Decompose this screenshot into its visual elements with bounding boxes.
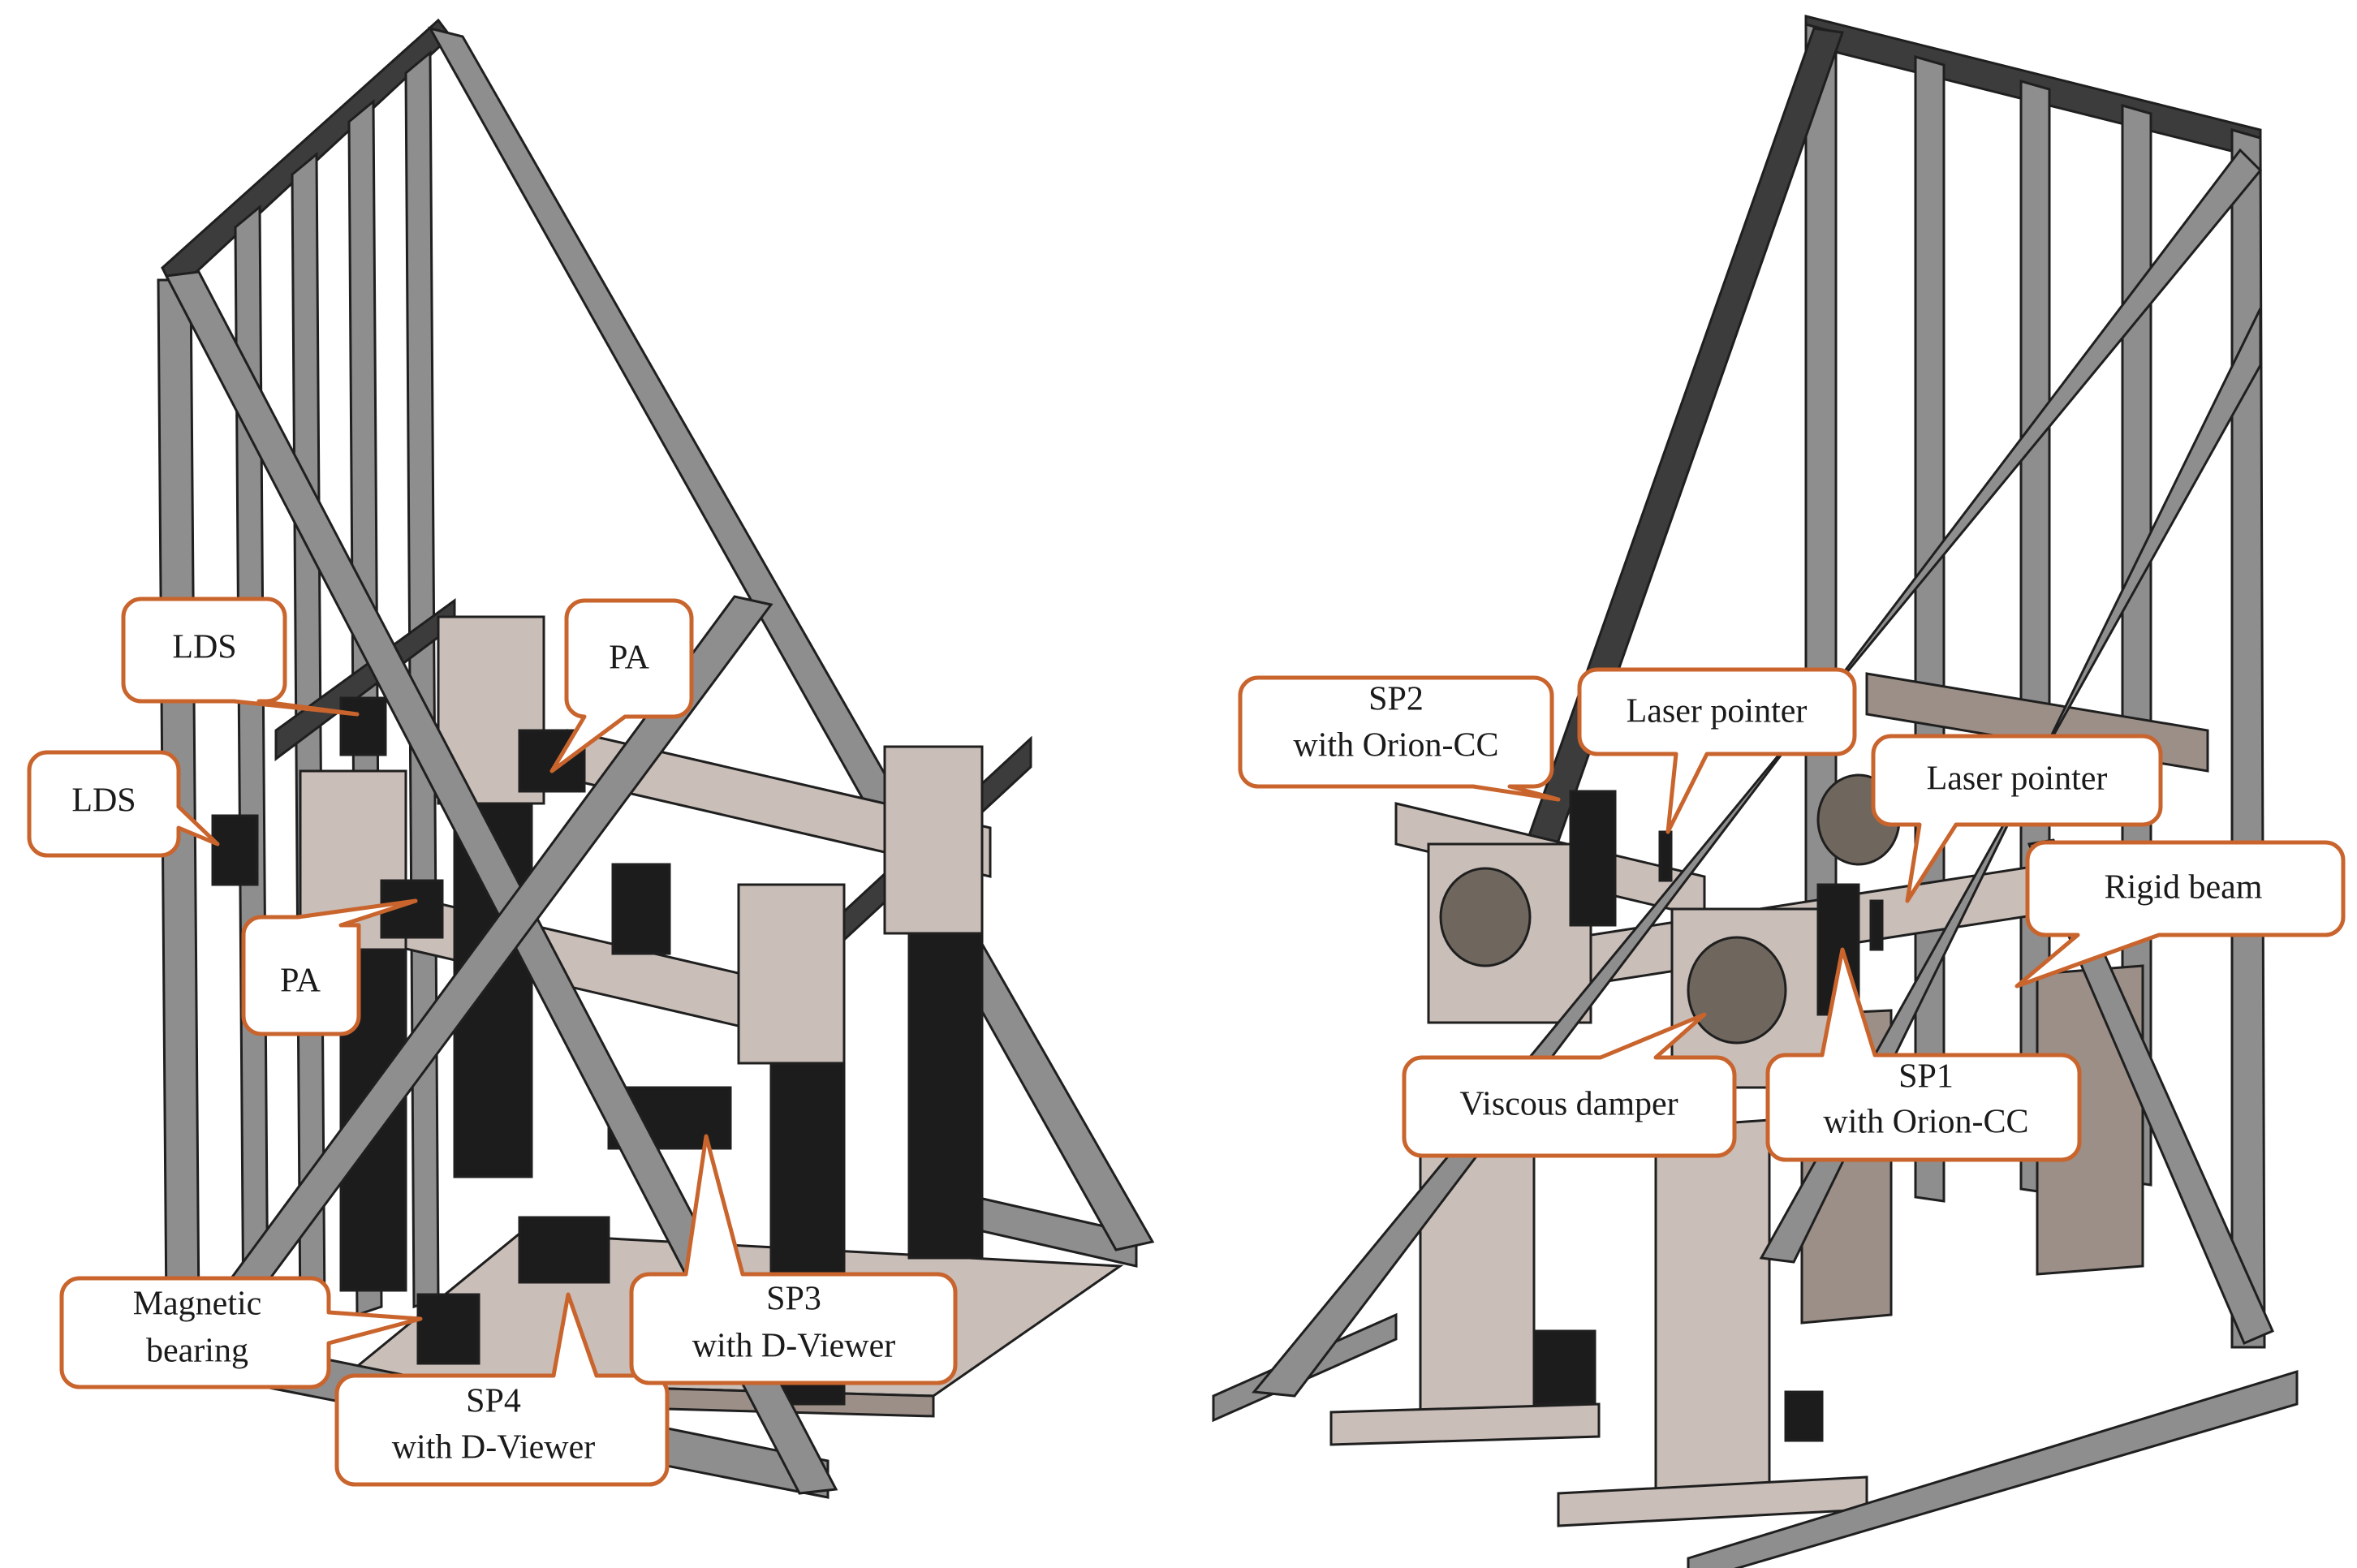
left-housing-3 [883, 745, 984, 935]
callout-viscous-damper: Viscous damper [1402, 1012, 1737, 1158]
callout-rigid-beam-label: Rigid beam [2105, 869, 2263, 907]
callout-magnetic-bearing-line-2: bearing [146, 1333, 248, 1370]
callout-laser-pointer-a: Laser pointer [1577, 667, 1857, 834]
left-support-leg-3 [907, 932, 984, 1260]
callout-sp1-line-1: SP1 [1898, 1058, 1954, 1096]
callout-magnetic-bearing: Magnetic bearing [59, 1276, 423, 1389]
left-center-block [611, 863, 671, 955]
right-frame-post-5 [2230, 128, 2266, 1349]
left-lds-sensor-side [211, 814, 259, 886]
callout-sp2-line-1: SP2 [1368, 681, 1424, 718]
left-magnetic-bearing-block [416, 1293, 480, 1365]
left-lds-sensor-top [339, 696, 387, 756]
right-laser-pointer-b [1869, 899, 1884, 951]
left-diagonal-brace-front-1 [164, 270, 838, 1495]
right-lower-block-2 [1784, 1390, 1824, 1442]
right-bottom-rail-front [1687, 1369, 2299, 1568]
callout-laser-pointer-b-label: Laser pointer [1927, 760, 2108, 798]
callout-pa-bottom-label: PA [280, 963, 321, 1000]
callout-pa-top: PA [549, 598, 694, 773]
right-viscous-damper-left [1439, 867, 1532, 967]
callout-pa-bottom: PA [241, 898, 418, 1036]
callout-lds-top-label: LDS [172, 629, 236, 666]
left-housing-4 [737, 883, 846, 1065]
right-laser-pointer-a [1658, 830, 1673, 882]
right-base-plate-left [1329, 1402, 1601, 1446]
callout-viscous-damper-label: Viscous damper [1459, 1086, 1678, 1123]
left-sp4-sensor-plate [518, 1216, 610, 1284]
left-test-rig [157, 18, 1155, 1499]
callout-sp3: SP3 with D-Viewer [629, 1134, 958, 1385]
callout-sp1: SP1 with Orion-CC [1765, 947, 2082, 1162]
callout-laser-pointer-a-label: Laser pointer [1627, 693, 1808, 730]
callout-sp2: SP2 with Orion-CC [1238, 675, 1561, 802]
right-lower-block-1 [1532, 1329, 1596, 1406]
callout-magnetic-bearing-line-1: Magnetic [133, 1286, 262, 1323]
callout-lds-left-label: LDS [71, 782, 136, 820]
right-pillar-front-right [1654, 1118, 1771, 1511]
right-viscous-damper-front [1687, 936, 1787, 1045]
callout-lds-left: LDS [27, 750, 220, 858]
right-diagonal-brace-2 [1759, 308, 2262, 1264]
callout-rigid-beam: Rigid beam [2014, 840, 2346, 989]
callout-sp2-line-2: with Orion-CC [1293, 727, 1498, 765]
callout-sp3-line-2: with D-Viewer [692, 1328, 896, 1365]
callout-pa-top-label: PA [609, 640, 650, 677]
callout-sp1-line-2: with Orion-CC [1823, 1104, 2028, 1141]
right-sp2-sensor [1569, 790, 1617, 927]
callout-sp3-line-1: SP3 [766, 1281, 821, 1318]
right-frame-post-2 [1914, 55, 1945, 1203]
right-diagonal-brace-1 [1252, 148, 2263, 1398]
callout-laser-pointer-b: Laser pointer [1871, 734, 2163, 903]
callout-sp4-line-1: SP4 [466, 1383, 521, 1420]
callout-lds-top: LDS [121, 597, 360, 717]
callout-sp4-line-2: with D-Viewer [392, 1429, 596, 1467]
